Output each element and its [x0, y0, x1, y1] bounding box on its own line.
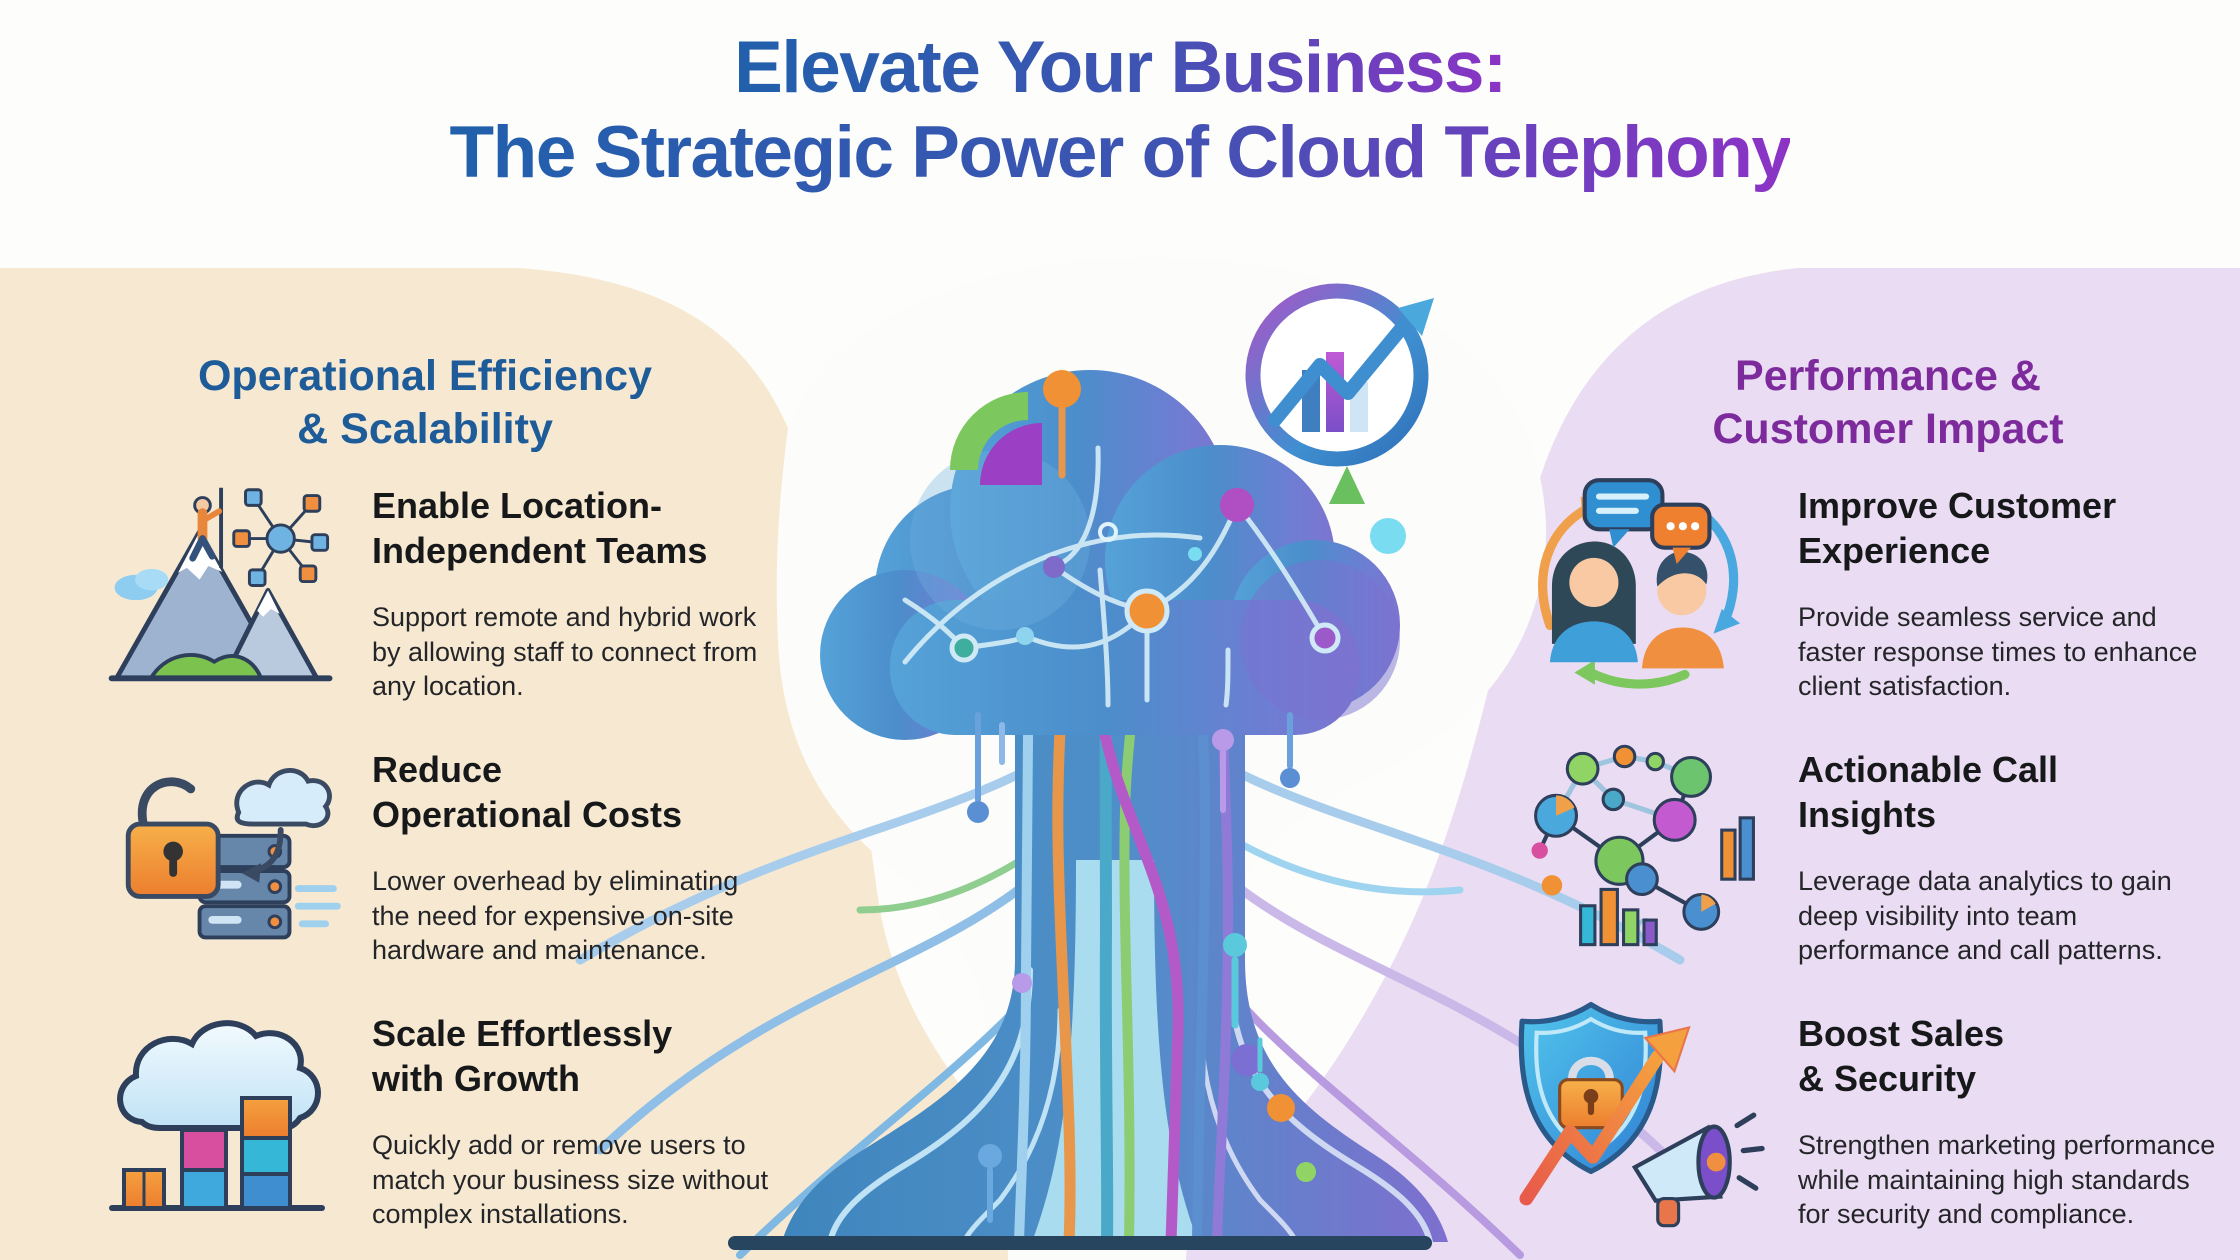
- list-item: Reduce Operational Costs Lower overhead …: [372, 748, 812, 994]
- title-line-2: The Strategic Power of Cloud Telephony: [0, 111, 2240, 196]
- item-description: Provide seamless service and faster resp…: [1798, 602, 2198, 701]
- list-item: Boost Sales & Security Strengthen market…: [1798, 1012, 2228, 1258]
- customer-conversation-icon: [1538, 478, 1741, 689]
- cloud-nodes: [949, 488, 1341, 663]
- item-title: Scale Effortlessly with Growth: [372, 1013, 673, 1099]
- right-section-heading: Performance & Customer Impact: [1712, 351, 2064, 453]
- left-section-heading: Operational Efficiency & Scalability: [197, 351, 653, 453]
- up-arrow-icon: [1329, 466, 1365, 587]
- list-item-icon: [1508, 992, 1772, 1232]
- lollipop-pin-icon: [1043, 370, 1081, 479]
- list-item: Enable Location- Independent Teams Suppo…: [372, 484, 812, 730]
- list-item-icon: [1520, 472, 1768, 697]
- page-title: Elevate Your Business: The Strategic Pow…: [0, 26, 2240, 195]
- data-stream-roots: [575, 735, 1685, 1259]
- list-item-icon: [1520, 736, 1768, 961]
- item-title: Improve Customer Experience: [1798, 485, 2117, 571]
- item-description: Support remote and hybrid work by allowi…: [372, 602, 758, 701]
- item-title: Reduce Operational Costs: [372, 749, 683, 835]
- cloud-growth-blocks-icon: [109, 1020, 325, 1211]
- item-description: Lower overhead by eliminating the need f…: [372, 866, 739, 965]
- left-panel-blob: [0, 268, 1138, 1260]
- item-title: Boost Sales & Security: [1798, 1013, 2005, 1099]
- item-title: Actionable Call Insights: [1798, 749, 2059, 835]
- list-item: Improve Customer Experience Provide seam…: [1798, 484, 2228, 730]
- item-description: Leverage data analytics to gain deep vis…: [1798, 866, 2172, 965]
- baseline-bar: [728, 1236, 1432, 1250]
- cloud-telephony-tree-illustration: [575, 283, 1685, 1259]
- list-item: Scale Effortlessly with Growth Quickly a…: [372, 1012, 812, 1258]
- cyan-dot: [1370, 518, 1406, 554]
- title-line-2-text: The Strategic Power of Cloud Telephony: [450, 111, 1792, 196]
- text-lines-decoration: [895, 480, 1025, 536]
- cloud-network-icon: [820, 370, 1400, 740]
- quarter-pie-icon: [950, 392, 1042, 485]
- item-description: Strengthen marketing performance while m…: [1798, 1130, 2216, 1229]
- shield-lock-megaphone-icon: [1518, 1001, 1765, 1228]
- list-item-icon: [98, 478, 350, 693]
- call-analytics-network-icon: [1531, 744, 1755, 947]
- title-line-1-text: Elevate Your Business:: [734, 26, 1507, 111]
- pin-dots: [967, 712, 1316, 1223]
- list-item-icon: [98, 742, 350, 957]
- item-title: Enable Location- Independent Teams: [372, 485, 708, 571]
- title-line-1: Elevate Your Business:: [0, 26, 2240, 111]
- list-item: Actionable Call Insights Leverage data a…: [1798, 748, 2228, 994]
- padlock-cloud-server-icon: [125, 768, 341, 940]
- growth-chart-circle-icon: [1245, 283, 1434, 467]
- list-item-icon: [98, 1002, 350, 1222]
- item-description: Quickly add or remove users to match you…: [372, 1130, 769, 1229]
- mountain-climber-network-icon: [108, 487, 333, 682]
